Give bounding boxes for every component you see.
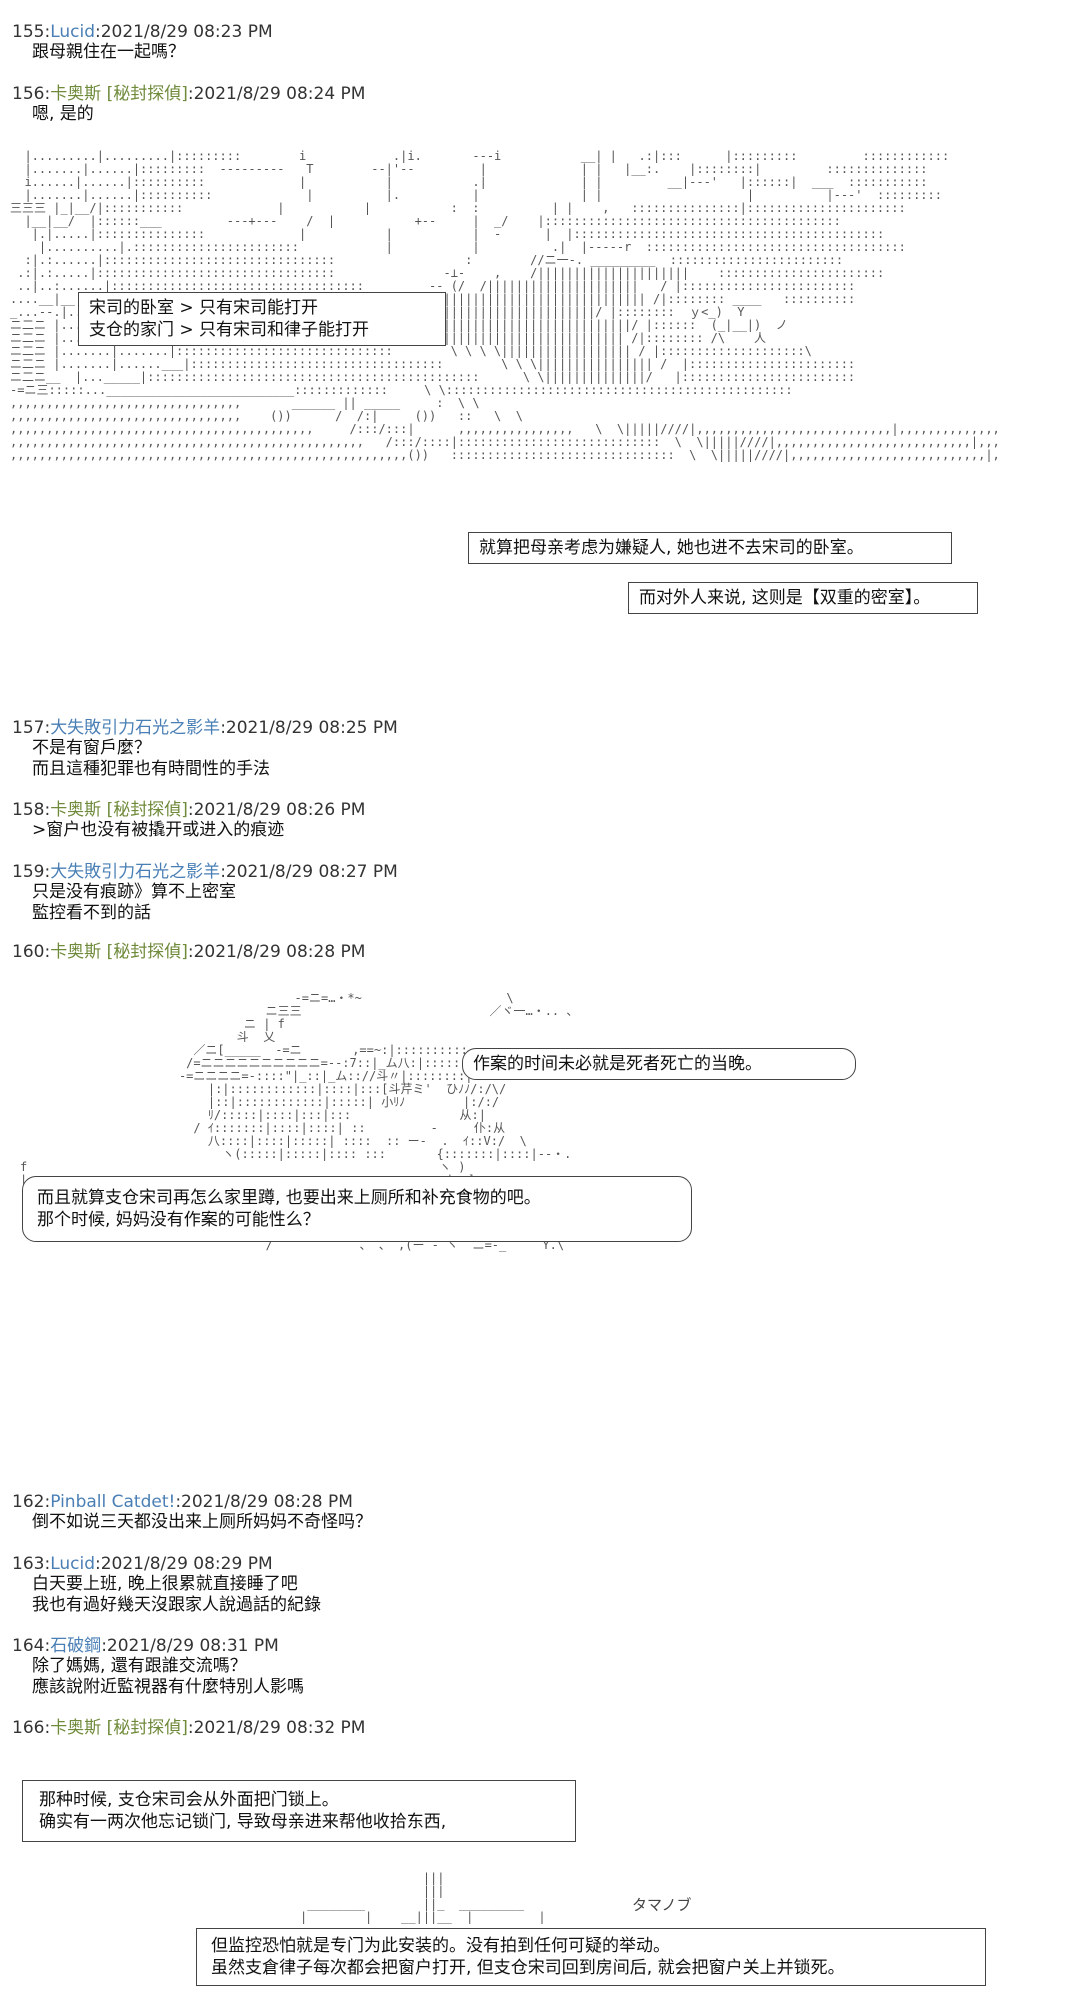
caption-line: 那种时候, 支仓宋司会从外面把门锁上。 bbox=[39, 1790, 339, 1810]
scene1-suspect-box: 就算把母亲考虑为嫌疑人, 她也进不去宋司的卧室。 bbox=[468, 532, 952, 564]
post-text: 跟母親住在一起嗎？ bbox=[32, 42, 185, 62]
post-timestamp: :2021/8/29 08:25 PM bbox=[220, 718, 398, 738]
speech-line: 而且就算支仓宋司再怎么家里蹲, 也要出来上厕所和补充食物的吧。 bbox=[37, 1188, 541, 1208]
post-text: 應該說附近監視器有什麼特別人影嗎 bbox=[32, 1677, 304, 1697]
poster-name[interactable]: 大失敗引力石光之影羊 bbox=[50, 718, 221, 738]
post-158: 158:卡奥斯 [秘封探偵]:2021/8/29 08:26 PM >窗户也没有… bbox=[12, 800, 1062, 841]
post-text: 只是没有痕跡》算不上密室 bbox=[32, 882, 236, 902]
poster-name[interactable]: 卡奥斯 [秘封探偵] bbox=[50, 800, 188, 820]
caption-line: 宋司的卧室 > 只有宋司能打开 bbox=[89, 298, 319, 318]
poster-name[interactable]: 卡奥斯 [秘封探偵] bbox=[50, 84, 188, 104]
post-header: 166:卡奥斯 [秘封探偵]:2021/8/29 08:32 PM bbox=[12, 1718, 1062, 1738]
post-text: 監控看不到的話 bbox=[32, 903, 151, 923]
post-number: 155: bbox=[12, 22, 51, 42]
post-159: 159:大失敗引力石光之影羊:2021/8/29 08:27 PM 只是没有痕跡… bbox=[12, 862, 1062, 924]
caption-line: 但监控恐怕就是专门为此安装的。没有拍到任何可疑的举动。 bbox=[211, 1936, 670, 1956]
post-header: 157:大失敗引力石光之影羊:2021/8/29 08:25 PM bbox=[12, 718, 1062, 738]
ascii-art-door: ||| ||| ________ ||_ _________ | | __|||… bbox=[300, 1872, 546, 1924]
post-number: 160: bbox=[12, 942, 51, 962]
post-number: 164: bbox=[12, 1636, 51, 1656]
caption-line: 就算把母亲考虑为嫌疑人, 她也进不去宋司的卧室。 bbox=[479, 538, 864, 558]
post-header: 164:石破鋼:2021/8/29 08:31 PM bbox=[12, 1636, 1062, 1656]
post-header: 163:Lucid:2021/8/29 08:29 PM bbox=[12, 1554, 1062, 1574]
post-timestamp: :2021/8/29 08:28 PM bbox=[175, 1492, 353, 1512]
post-155: 155:Lucid:2021/8/29 08:23 PM 跟母親住在一起嗎？ bbox=[12, 22, 1062, 63]
post-header: 158:卡奥斯 [秘封探偵]:2021/8/29 08:26 PM bbox=[12, 800, 1062, 820]
poster-name[interactable]: 大失敗引力石光之影羊 bbox=[50, 862, 221, 882]
caption-line: 确实有一两次他忘记锁门, 导致母亲进来帮他收拾东西, bbox=[39, 1812, 447, 1832]
post-number: 156: bbox=[12, 84, 51, 104]
post-text: 而且這種犯罪也有時間性的手法 bbox=[32, 759, 270, 779]
speaker-label: タマノブ bbox=[632, 1896, 692, 1914]
post-timestamp: :2021/8/29 08:29 PM bbox=[95, 1554, 273, 1574]
post-160: 160:卡奥斯 [秘封探偵]:2021/8/29 08:28 PM bbox=[12, 942, 1062, 962]
poster-name[interactable]: 卡奥斯 [秘封探偵] bbox=[50, 1718, 188, 1738]
post-timestamp: :2021/8/29 08:26 PM bbox=[187, 800, 366, 820]
post-text: >窗户也没有被撬开或进入的痕迹 bbox=[32, 820, 285, 840]
post-timestamp: :2021/8/29 08:28 PM bbox=[187, 942, 366, 962]
speech-line: 作案的时间未必就是死者死亡的当晚。 bbox=[473, 1054, 762, 1074]
post-number: 158: bbox=[12, 800, 51, 820]
scene3-lock-box: 那种时候, 支仓宋司会从外面把门锁上。 确实有一两次他忘记锁门, 导致母亲进来帮… bbox=[22, 1780, 576, 1842]
post-157: 157:大失敗引力石光之影羊:2021/8/29 08:25 PM 不是有窗戶麼… bbox=[12, 718, 1062, 780]
post-header: 162:Pinball Catdet!:2021/8/29 08:28 PM bbox=[12, 1492, 1062, 1512]
caption-line: 虽然支倉律子每次都会把窗户打开, 但支仓宋司回到房间后, 就会把窗户关上并锁死。 bbox=[211, 1958, 845, 1978]
post-timestamp: :2021/8/29 08:24 PM bbox=[187, 84, 366, 104]
poster-name[interactable]: 卡奥斯 [秘封探偵] bbox=[50, 942, 188, 962]
scene1-info-box: 宋司的卧室 > 只有宋司能打开 支仓的家门 > 只有宋司和律子能打开 bbox=[78, 292, 446, 346]
post-text: 不是有窗戶麼？ bbox=[32, 738, 151, 758]
speech-bubble-2: 而且就算支仓宋司再怎么家里蹲, 也要出来上厕所和补充食物的吧。 那个时候, 妈妈… bbox=[22, 1176, 692, 1242]
post-number: 159: bbox=[12, 862, 51, 882]
post-166: 166:卡奥斯 [秘封探偵]:2021/8/29 08:32 PM bbox=[12, 1718, 1062, 1738]
poster-name[interactable]: Lucid bbox=[50, 1554, 95, 1574]
caption-line: 而对外人来说, 这则是【双重的密室】。 bbox=[639, 588, 931, 608]
post-number: 162: bbox=[12, 1492, 51, 1512]
post-156: 156:卡奥斯 [秘封探偵]:2021/8/29 08:24 PM 嗯, 是的 bbox=[12, 84, 1062, 125]
poster-name[interactable]: Pinball Catdet! bbox=[50, 1492, 176, 1512]
post-text: 我也有過好幾天沒跟家人說過話的紀錄 bbox=[32, 1595, 321, 1615]
post-164: 164:石破鋼:2021/8/29 08:31 PM 除了媽媽, 還有跟誰交流嗎… bbox=[12, 1636, 1062, 1698]
speech-bubble-1: 作案的时间未必就是死者死亡的当晚。 bbox=[462, 1048, 856, 1080]
post-number: 157: bbox=[12, 718, 51, 738]
post-timestamp: :2021/8/29 08:32 PM bbox=[187, 1718, 366, 1738]
speech-line: 那个时候, 妈妈没有作案的可能性么？ bbox=[37, 1210, 320, 1230]
post-timestamp: :2021/8/29 08:31 PM bbox=[101, 1636, 279, 1656]
post-number: 166: bbox=[12, 1718, 51, 1738]
post-header: 159:大失敗引力石光之影羊:2021/8/29 08:27 PM bbox=[12, 862, 1062, 882]
post-text: 倒不如说三天都没出来上厕所妈妈不奇怪吗？ bbox=[32, 1512, 372, 1532]
poster-name[interactable]: Lucid bbox=[50, 22, 95, 42]
post-timestamp: :2021/8/29 08:27 PM bbox=[220, 862, 398, 882]
post-text: 嗯, 是的 bbox=[32, 104, 94, 124]
post-header: 160:卡奥斯 [秘封探偵]:2021/8/29 08:28 PM bbox=[12, 942, 1062, 962]
post-text: 除了媽媽, 還有跟誰交流嗎？ bbox=[32, 1656, 247, 1676]
caption-line: 支仓的家门 > 只有宋司和律子能打开 bbox=[89, 320, 370, 340]
post-timestamp: :2021/8/29 08:23 PM bbox=[95, 22, 273, 42]
post-header: 155:Lucid:2021/8/29 08:23 PM bbox=[12, 22, 1062, 42]
post-163: 163:Lucid:2021/8/29 08:29 PM 白天要上班, 晚上很累… bbox=[12, 1554, 1062, 1616]
post-number: 163: bbox=[12, 1554, 51, 1574]
scene1-locked-room-box: 而对外人来说, 这则是【双重的密室】。 bbox=[628, 582, 978, 614]
post-162: 162:Pinball Catdet!:2021/8/29 08:28 PM 倒… bbox=[12, 1492, 1062, 1533]
post-text: 白天要上班, 晚上很累就直接睡了吧 bbox=[32, 1574, 298, 1594]
scene3-camera-box: 但监控恐怕就是专门为此安装的。没有拍到任何可疑的举动。 虽然支倉律子每次都会把窗… bbox=[196, 1928, 986, 1986]
post-header: 156:卡奥斯 [秘封探偵]:2021/8/29 08:24 PM bbox=[12, 84, 1062, 104]
poster-name[interactable]: 石破鋼 bbox=[50, 1636, 102, 1656]
